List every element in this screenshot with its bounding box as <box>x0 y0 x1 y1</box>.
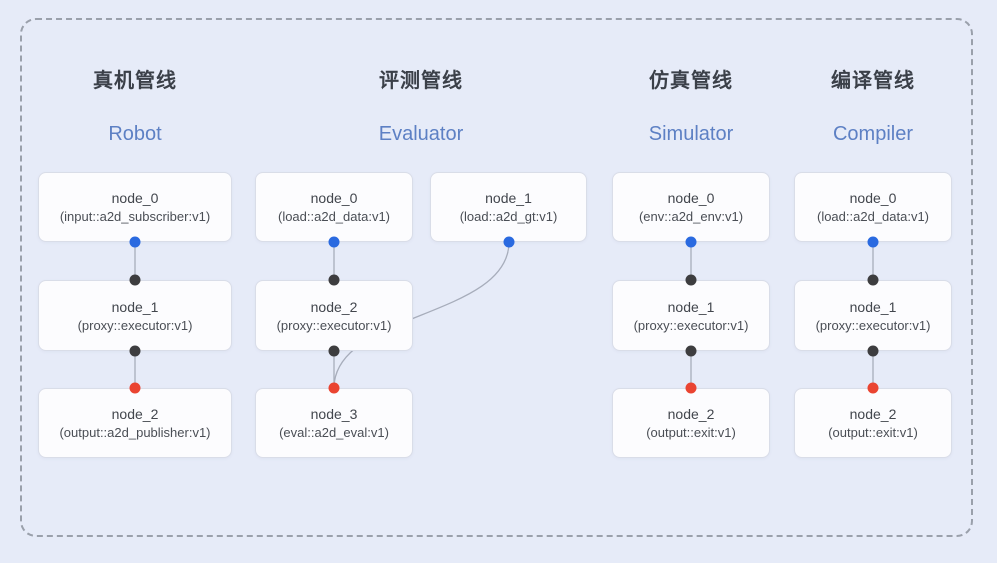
handle-source-dot <box>328 345 340 357</box>
handle-target-dot <box>129 382 141 394</box>
handle-source-dot <box>685 236 697 248</box>
node-label: node_1 <box>849 298 897 315</box>
node-compiler-node0: node_0 (load::a2d_data:v1) <box>794 172 952 242</box>
node-compiler-node1: node_1 (proxy::executor:v1) <box>794 280 952 351</box>
node-label: node_0 <box>111 190 159 206</box>
node-label: node_0 <box>667 190 715 206</box>
node-type-label: (proxy::executor:v1) <box>815 317 931 333</box>
handle-source-dot <box>129 236 141 248</box>
pipeline-title-en-simulator: Simulator <box>648 123 734 145</box>
handle-target-dot <box>867 382 879 394</box>
handle-target-dot <box>685 382 697 394</box>
node-robot-node0: node_0 (input::a2d_subscriber:v1) <box>38 172 232 242</box>
handle-source-dot <box>129 345 141 357</box>
node-label: node_2 <box>310 298 358 315</box>
node-robot-node2: node_2 (output::a2d_publisher:v1) <box>38 388 232 458</box>
pipeline-title-zh-robot: 真机管线 <box>93 70 177 92</box>
handle-target-dot <box>129 274 141 286</box>
node-simulator-node0: node_0 (env::a2d_env:v1) <box>612 172 770 242</box>
node-label: node_2 <box>667 406 715 422</box>
edge-evaluator-n1-n3 <box>333 241 510 389</box>
handle-source-dot <box>867 236 879 248</box>
node-type-label: (load::a2d_gt:v1) <box>459 209 558 224</box>
pipeline-title-zh-compiler: 编译管线 <box>831 70 915 92</box>
node-compiler-node2: node_2 (output::exit:v1) <box>794 388 952 458</box>
node-simulator-node2: node_2 (output::exit:v1) <box>612 388 770 458</box>
node-label: node_2 <box>849 406 897 422</box>
pipeline-title-en-evaluator: Evaluator <box>378 123 464 145</box>
node-label: node_1 <box>111 298 159 315</box>
handle-target-dot <box>867 274 879 286</box>
node-type-label: (output::exit:v1) <box>828 425 918 440</box>
pipeline-title-en-compiler: Compiler <box>832 123 914 145</box>
pipeline-title-en-robot: Robot <box>108 123 162 145</box>
handle-target-dot <box>685 274 697 286</box>
handle-target-dot <box>328 382 340 394</box>
handle-source-dot <box>867 345 879 357</box>
node-label: node_2 <box>111 406 159 422</box>
node-evaluator-node3: node_3 (eval::a2d_eval:v1) <box>255 388 413 458</box>
node-type-label: (env::a2d_env:v1) <box>638 209 744 224</box>
node-type-label: (load::a2d_data:v1) <box>816 209 930 224</box>
node-type-label: (output::exit:v1) <box>646 425 736 440</box>
node-evaluator-node2: node_2 (proxy::executor:v1) <box>255 280 413 351</box>
node-type-label: (output::a2d_publisher:v1) <box>59 425 211 440</box>
handle-target-dot <box>328 274 340 286</box>
pipeline-title-zh-simulator: 仿真管线 <box>649 70 733 92</box>
node-type-label: (eval::a2d_eval:v1) <box>279 425 389 440</box>
dashed-frame <box>20 18 973 537</box>
node-label: node_0 <box>849 190 897 206</box>
node-type-label: (load::a2d_data:v1) <box>277 209 391 224</box>
node-label: node_1 <box>485 190 532 206</box>
node-type-label: (proxy::executor:v1) <box>276 317 392 333</box>
node-robot-node1: node_1 (proxy::executor:v1) <box>38 280 232 351</box>
node-label: node_0 <box>310 190 358 206</box>
handle-source-dot <box>328 236 340 248</box>
node-label: node_3 <box>310 406 358 422</box>
pipeline-title-zh-evaluator: 评测管线 <box>379 70 463 92</box>
node-simulator-node1: node_1 (proxy::executor:v1) <box>612 280 770 351</box>
node-evaluator-node0: node_0 (load::a2d_data:v1) <box>255 172 413 242</box>
node-type-label: (input::a2d_subscriber:v1) <box>59 209 211 224</box>
node-evaluator-node1: node_1 (load::a2d_gt:v1) <box>430 172 587 242</box>
node-label: node_1 <box>667 298 715 315</box>
handle-source-dot <box>503 236 515 248</box>
node-type-label: (proxy::executor:v1) <box>77 317 193 333</box>
handle-source-dot <box>685 345 697 357</box>
node-type-label: (proxy::executor:v1) <box>633 317 749 333</box>
